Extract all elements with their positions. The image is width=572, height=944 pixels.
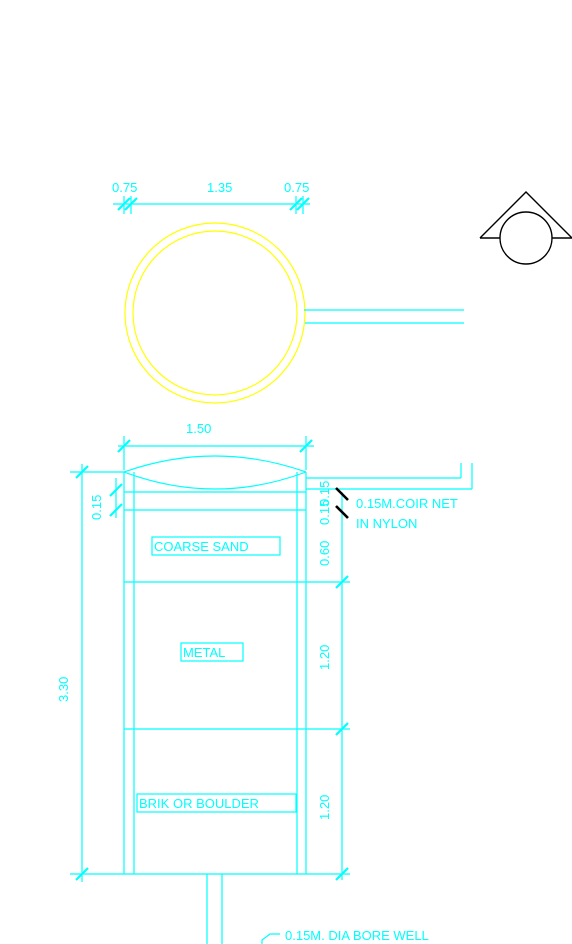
section-inlet-pipe	[306, 463, 473, 490]
brick-label-box	[136, 793, 297, 813]
right-dim-brick: 1.20	[317, 795, 332, 820]
right-layer-dimensions	[306, 492, 350, 881]
total-depth-label: 3.30	[56, 677, 71, 702]
section-width-dimension	[117, 436, 314, 470]
left-cover-label: 0.15	[89, 495, 104, 520]
plan-inlet-pipe	[304, 309, 464, 324]
metal-label: METAL	[183, 645, 225, 660]
north-arrow-icon	[479, 191, 572, 265]
bore-well-note: 0.15M. DIA BORE WELL	[285, 928, 429, 943]
plan-dimension-line	[113, 196, 310, 214]
right-dim-cover: 0.15	[317, 481, 332, 506]
right-dim-cover-2: 0.15	[317, 500, 332, 525]
right-dim-coarse-sand: 0.60	[317, 541, 332, 566]
coir-net-note-line1: 0.15M.COIR NET	[356, 496, 458, 511]
left-cover-dimension	[109, 478, 123, 518]
coir-net-markers	[335, 487, 349, 519]
coir-net-note-line2: IN NYLON	[356, 516, 417, 531]
plan-pit-circle	[124, 222, 306, 404]
bore-well-leader	[261, 933, 280, 944]
brick-label: BRIK OR BOULDER	[139, 796, 259, 811]
total-depth-dimension	[70, 464, 124, 882]
right-dim-metal: 1.20	[317, 645, 332, 670]
plan-dim-middle: 1.35	[207, 180, 232, 195]
plan-dim-right: 0.75	[284, 180, 309, 195]
pit-section	[123, 455, 307, 944]
coarse-sand-label: COARSE SAND	[154, 539, 249, 554]
coarse-sand-label-box	[151, 536, 281, 556]
section-width-label: 1.50	[186, 421, 211, 436]
plan-dim-left: 0.75	[112, 180, 137, 195]
metal-label-box	[180, 642, 244, 662]
